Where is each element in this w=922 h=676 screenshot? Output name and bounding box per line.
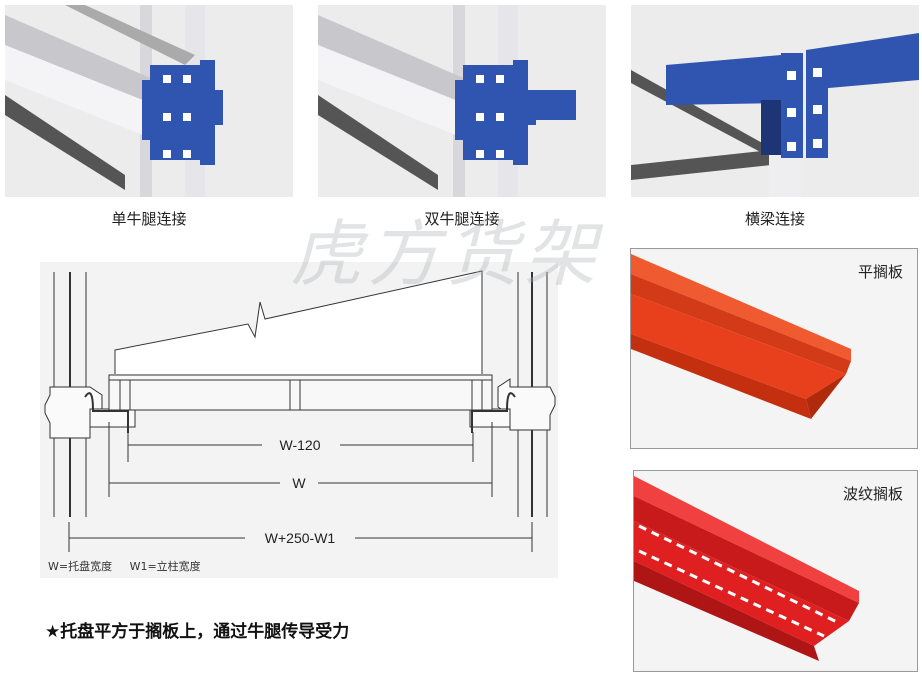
flat-shelf-label: 平搁板 xyxy=(857,263,903,281)
single-bracket-caption: 单牛腿连接 xyxy=(111,210,187,228)
pallet-width-diagram: W-120 W W+250-W1 W=托盘宽度 W1=立柱宽度 xyxy=(40,262,558,578)
dim-w-plus-250-minus-w1: W+250-W1 xyxy=(265,530,336,546)
corrugated-shelf-panel: 波纹搁板 xyxy=(633,470,918,672)
watermark: 虎方货架 xyxy=(290,212,603,296)
corrugated-shelf-label: 波纹搁板 xyxy=(842,485,903,503)
dim-w-minus-120: W-120 xyxy=(280,437,321,453)
diagram-legend: W=托盘宽度 W1=立柱宽度 xyxy=(48,558,201,574)
double-bracket-photo xyxy=(318,5,606,197)
single-bracket-photo xyxy=(5,5,293,197)
left-upright xyxy=(44,272,136,517)
beam-connection-caption: 横梁连接 xyxy=(744,210,805,228)
right-upright xyxy=(469,272,556,517)
legend-w: W=托盘宽度 xyxy=(48,560,113,573)
load-transfer-note: ★托盘平方于搁板上，通过牛腿传导受力 xyxy=(45,622,350,642)
flat-shelf-panel: 平搁板 xyxy=(630,248,918,449)
double-bracket-caption: 双牛腿连接 xyxy=(424,210,500,228)
dim-w: W xyxy=(292,475,306,491)
beam-connection-photo xyxy=(631,5,919,197)
legend-w1: W1=立柱宽度 xyxy=(129,560,201,573)
